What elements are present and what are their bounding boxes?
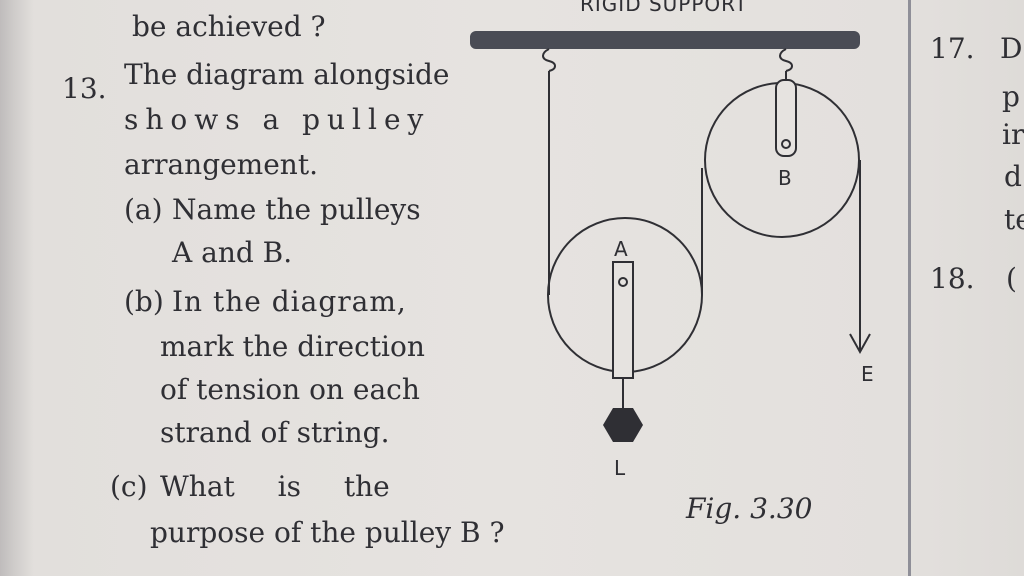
pulley-b-label: B — [778, 166, 792, 190]
question-17-fragment-4: d — [1004, 160, 1022, 193]
part-c-marker: (c) — [110, 470, 148, 503]
question-stem-line-2: shows a pulley — [124, 103, 431, 136]
part-a-marker: (a) — [124, 193, 163, 226]
part-a-line-2: A and B. — [172, 236, 293, 269]
rigid-support-beam — [470, 31, 860, 49]
column-divider — [908, 0, 911, 576]
question-number-17: 17. — [930, 32, 975, 65]
pulley-b-hook — [779, 48, 793, 72]
part-c-line-2: purpose of the pulley B ? — [150, 516, 505, 549]
load-label: L — [614, 456, 626, 480]
question-number-13: 13. — [62, 72, 107, 105]
question-stem-line-3: arrangement. — [124, 148, 318, 181]
question-18-fragment: ( — [1006, 262, 1017, 295]
pulley-b-axle — [781, 139, 791, 149]
question-number-18: 18. — [930, 262, 975, 295]
question-17-fragment-5: te — [1004, 203, 1024, 236]
question-17-fragment-2: p — [1002, 80, 1020, 113]
part-c-line-1: What is the — [160, 470, 390, 503]
part-a-line-1: Name the pulleys — [172, 193, 421, 226]
load-weight — [603, 408, 643, 442]
rigid-support-label: RIGID SUPPORT — [580, 0, 748, 16]
pulley-a-label: A — [614, 237, 628, 261]
question-17-fragment-3: ir — [1002, 118, 1024, 151]
pulley-a-block — [612, 261, 634, 379]
pulley-b-block — [775, 79, 797, 157]
question-stem-line-1: The diagram alongside — [124, 58, 450, 91]
figure-caption: Fig. 3.30 — [686, 492, 813, 525]
effort-arrow — [849, 333, 871, 355]
part-b-marker: (b) — [124, 285, 164, 318]
question-17-fragment-1: D — [1000, 32, 1023, 65]
part-b-line-2: mark the direction — [160, 330, 425, 363]
previous-question-tail: be achieved ? — [132, 10, 326, 43]
part-b-line-1: In the diagram, — [172, 285, 407, 318]
part-b-line-3: of tension on each — [160, 373, 420, 406]
part-b-line-4: strand of string. — [160, 416, 390, 449]
left-hook — [542, 48, 556, 72]
pulley-a-axle — [618, 277, 628, 287]
effort-label: E — [861, 362, 874, 386]
